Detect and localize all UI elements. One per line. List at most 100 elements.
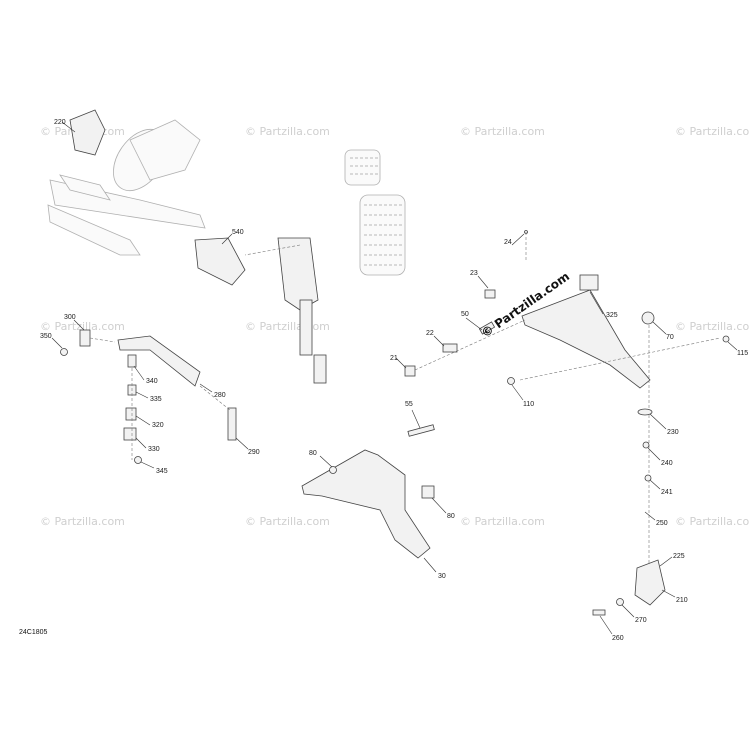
- leader-line: [61, 121, 76, 133]
- leader-line: [652, 321, 667, 335]
- watermark-text: © Partzilla.com: [675, 320, 750, 333]
- leader-line: [477, 275, 489, 289]
- link-300: [79, 329, 91, 347]
- bolt-115: [722, 335, 730, 343]
- dash-line: [519, 325, 721, 600]
- callout-335[interactable]: 335: [150, 396, 162, 403]
- knuckle-210: [634, 559, 666, 606]
- shock-shaft: [299, 299, 313, 356]
- leader-line: [199, 383, 213, 393]
- watermark-text: © Partzilla.com: [40, 320, 125, 333]
- callout-241[interactable]: 241: [661, 489, 673, 496]
- callout-330[interactable]: 330: [148, 446, 160, 453]
- sway-bar: [117, 335, 201, 387]
- callout-80-nut[interactable]: 80: [309, 450, 317, 457]
- callout-210[interactable]: 210: [676, 597, 688, 604]
- nut-240: [642, 441, 650, 449]
- callout-240[interactable]: 240: [661, 460, 673, 467]
- watermark-text: © Partzilla.com: [245, 320, 330, 333]
- link-290: [227, 407, 237, 441]
- leader-line: [235, 437, 249, 450]
- bolt-345: [134, 456, 142, 464]
- watermark-text: © Partzilla.com: [245, 515, 330, 528]
- callout-70[interactable]: 70: [666, 334, 674, 341]
- leader-line: [135, 391, 149, 399]
- callout-325[interactable]: 325: [606, 312, 618, 319]
- callout-80-joint[interactable]: 80: [447, 513, 455, 520]
- leader-line: [135, 415, 151, 426]
- callout-280[interactable]: 280: [214, 392, 226, 399]
- leader-line: [621, 604, 635, 618]
- callout-21[interactable]: 21: [390, 355, 398, 362]
- callout-230[interactable]: 230: [667, 429, 679, 436]
- shock-eye: [313, 354, 327, 384]
- callout-350[interactable]: 350: [40, 333, 52, 340]
- shock-reservoir: [277, 237, 319, 311]
- leader-line: [465, 317, 483, 331]
- callout-260[interactable]: 260: [612, 635, 624, 642]
- watermark-text: © Partzilla.com: [460, 125, 545, 138]
- leader-line: [423, 557, 437, 573]
- callout-345[interactable]: 345: [156, 468, 168, 475]
- ring-230: [637, 408, 653, 416]
- leader-line: [431, 497, 447, 514]
- bracket-325: [579, 274, 599, 291]
- ball-joint-80: [421, 485, 435, 499]
- leader-line: [395, 357, 407, 369]
- leader-line: [589, 291, 604, 315]
- callout-23[interactable]: 23: [470, 270, 478, 277]
- dash-line: [89, 337, 231, 460]
- callout-290[interactable]: 290: [248, 449, 260, 456]
- callout-540[interactable]: 540: [232, 229, 244, 236]
- leader-line: [511, 233, 525, 246]
- leader-line: [659, 556, 673, 567]
- callout-320[interactable]: 320: [152, 422, 164, 429]
- leader-line: [647, 447, 661, 461]
- leader-line: [319, 455, 333, 468]
- dash-line: [244, 244, 301, 256]
- leader-line: [599, 615, 613, 635]
- callout-225[interactable]: 225: [673, 553, 685, 560]
- callout-340[interactable]: 340: [146, 378, 158, 385]
- leader-line: [727, 341, 738, 351]
- lower-a-arm: [301, 449, 435, 559]
- ref-shock-body: [129, 119, 201, 181]
- callout-270[interactable]: 270: [635, 617, 647, 624]
- reference-assembly: [47, 109, 206, 256]
- dash-line: [414, 232, 527, 371]
- leader-line: [221, 233, 233, 245]
- callout-220[interactable]: 220: [54, 119, 66, 126]
- pin-50: [478, 321, 496, 335]
- ref-bracket: [59, 174, 111, 201]
- callout-24[interactable]: 24: [504, 239, 512, 246]
- upper-arm-body: [521, 289, 651, 389]
- callout-22[interactable]: 22: [426, 330, 434, 337]
- bushing-21: [404, 365, 416, 377]
- callout-layer: 220 540 24 23 325 50 22 21 300 350 340 3…: [40, 119, 748, 642]
- callout-300[interactable]: 300: [64, 314, 76, 321]
- shock-absorber: [244, 237, 327, 384]
- bolt-270: [616, 598, 624, 606]
- watermark-text: © Partzilla.com: [460, 515, 545, 528]
- watermark-text: © Partzilla.com: [675, 125, 750, 138]
- bolt-55: [407, 424, 435, 437]
- spring-set: [344, 149, 406, 276]
- callout-115[interactable]: 115: [737, 350, 748, 357]
- callout-55[interactable]: 55: [405, 401, 413, 408]
- callout-30[interactable]: 30: [438, 573, 446, 580]
- lower-arm-body: [301, 449, 431, 559]
- watermark-text: © Partzilla.com: [40, 515, 125, 528]
- leader-line: [661, 589, 676, 598]
- leader-line: [649, 479, 661, 490]
- leader-line: [433, 335, 445, 347]
- leader-line: [133, 365, 145, 381]
- washer-241: [644, 474, 652, 482]
- clamp-330: [123, 427, 137, 441]
- callout-50[interactable]: 50: [461, 311, 469, 318]
- upper-a-arm: [507, 274, 730, 600]
- leader-line: [649, 413, 667, 430]
- callout-250[interactable]: 250: [656, 520, 668, 527]
- bracket-540: [194, 237, 246, 286]
- callout-110[interactable]: 110: [523, 401, 534, 408]
